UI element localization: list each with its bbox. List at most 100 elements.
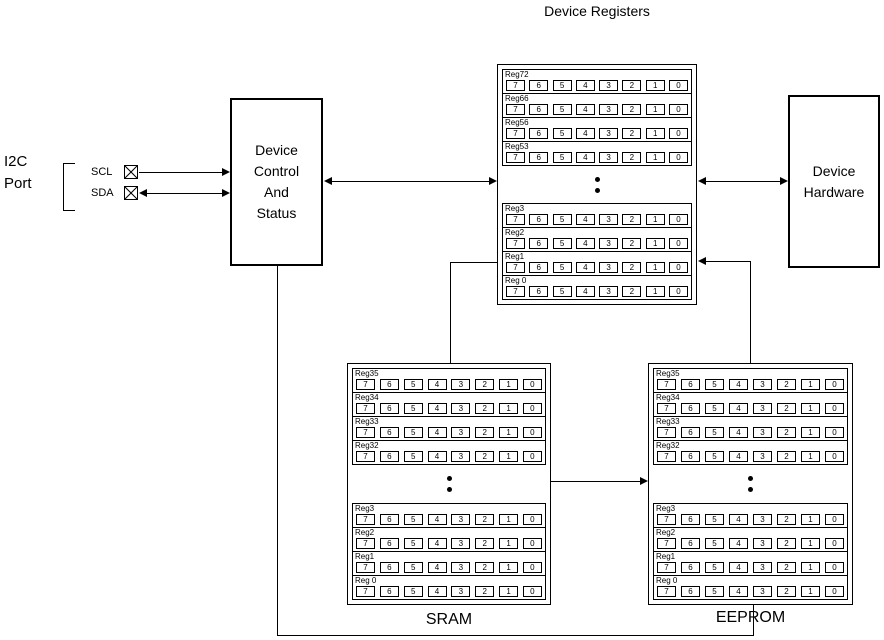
bit-cell: 4: [575, 214, 595, 225]
bit-cell: 6: [529, 262, 549, 273]
bit-cell: 0: [522, 379, 542, 390]
bit-cell: 5: [552, 214, 572, 225]
bit-cell: 4: [575, 104, 595, 115]
bit-cell: 4: [729, 538, 748, 549]
bit-cell: 0: [825, 427, 844, 438]
bit-cell: 1: [645, 104, 665, 115]
bit-cell: 0: [522, 586, 542, 597]
bit-cell: 1: [801, 427, 820, 438]
bit-cell: 3: [599, 80, 619, 91]
bit-cell: 4: [427, 379, 447, 390]
i2c-bracket-bottom-tick: [63, 210, 75, 211]
bit-cell: 5: [403, 538, 423, 549]
device-control-text-line: And: [264, 184, 289, 200]
bit-cell: 5: [403, 379, 423, 390]
bit-cell: 7: [657, 562, 676, 573]
bit-cell: 6: [379, 538, 399, 549]
bit-cell: 0: [825, 538, 844, 549]
bit-cell: 5: [403, 403, 423, 414]
register-name: Reg32: [355, 441, 379, 450]
bit-cell: 3: [753, 586, 772, 597]
bit-cell: 4: [427, 451, 447, 462]
bit-cell: 5: [403, 586, 423, 597]
bit-cell: 7: [657, 538, 676, 549]
bit-cell: 5: [403, 514, 423, 525]
bit-cell: 0: [522, 451, 542, 462]
register-name: Reg56: [505, 118, 529, 127]
bit-cell: 4: [729, 451, 748, 462]
bit-cell: 1: [801, 514, 820, 525]
bit-cell: 2: [777, 514, 796, 525]
bit-cell: 6: [681, 586, 700, 597]
bit-cell: 7: [356, 538, 375, 549]
bit-cell: 4: [427, 562, 447, 573]
bit-cell: 2: [622, 80, 642, 91]
bit-cell: 1: [499, 379, 519, 390]
bit-cell: 3: [451, 379, 471, 390]
register-name: Reg72: [505, 70, 529, 79]
bit-cell: 1: [645, 80, 665, 91]
bit-cell: 3: [451, 427, 471, 438]
bit-cell: 5: [552, 286, 572, 297]
bit-cell: 6: [379, 403, 399, 414]
bit-cell: 0: [668, 80, 688, 91]
bit-cell: 6: [681, 562, 700, 573]
bit-cell: 1: [499, 562, 519, 573]
bit-cell: 1: [801, 538, 820, 549]
sda-label: SDA: [91, 187, 114, 199]
sda-arrowhead-right-icon: [222, 189, 230, 197]
ellipsis-dot: [748, 476, 753, 481]
bit-cell: 2: [777, 427, 796, 438]
i2c-port-label-line1: I2C: [4, 153, 28, 170]
bit-cell: 7: [506, 238, 525, 249]
bit-cell: 3: [451, 514, 471, 525]
register-name: Reg 0: [505, 276, 527, 285]
sram-eeprom-line: [551, 481, 640, 482]
bit-cell: 2: [777, 562, 796, 573]
register-name: Reg1: [656, 552, 676, 561]
bit-cell: 5: [403, 427, 423, 438]
bit-cell: 2: [622, 214, 642, 225]
bit-cell: 0: [825, 379, 844, 390]
sda-pad-icon: [124, 186, 138, 200]
bit-cell: 2: [777, 379, 796, 390]
bit-cell: 7: [356, 427, 375, 438]
bit-cell: 6: [529, 152, 549, 163]
scl-arrowhead-right-icon: [222, 168, 230, 176]
bit-cell: 1: [499, 451, 519, 462]
bit-cell: 5: [552, 262, 572, 273]
bit-cell: 3: [753, 427, 772, 438]
register-name: Reg3: [355, 504, 375, 513]
bit-cell: 2: [475, 586, 495, 597]
device-control-box: Device Control And Status: [230, 98, 323, 266]
bit-cell: 0: [668, 262, 688, 273]
register-name: Reg 0: [355, 576, 377, 585]
bit-cell: 6: [529, 80, 549, 91]
bit-cell: 1: [801, 403, 820, 414]
register-name: Reg34: [355, 393, 379, 402]
register-name: Reg33: [656, 417, 680, 426]
eeprom-bottom-vline: [753, 605, 754, 636]
ellipsis-dot: [594, 187, 600, 193]
bit-cell: 2: [475, 451, 495, 462]
